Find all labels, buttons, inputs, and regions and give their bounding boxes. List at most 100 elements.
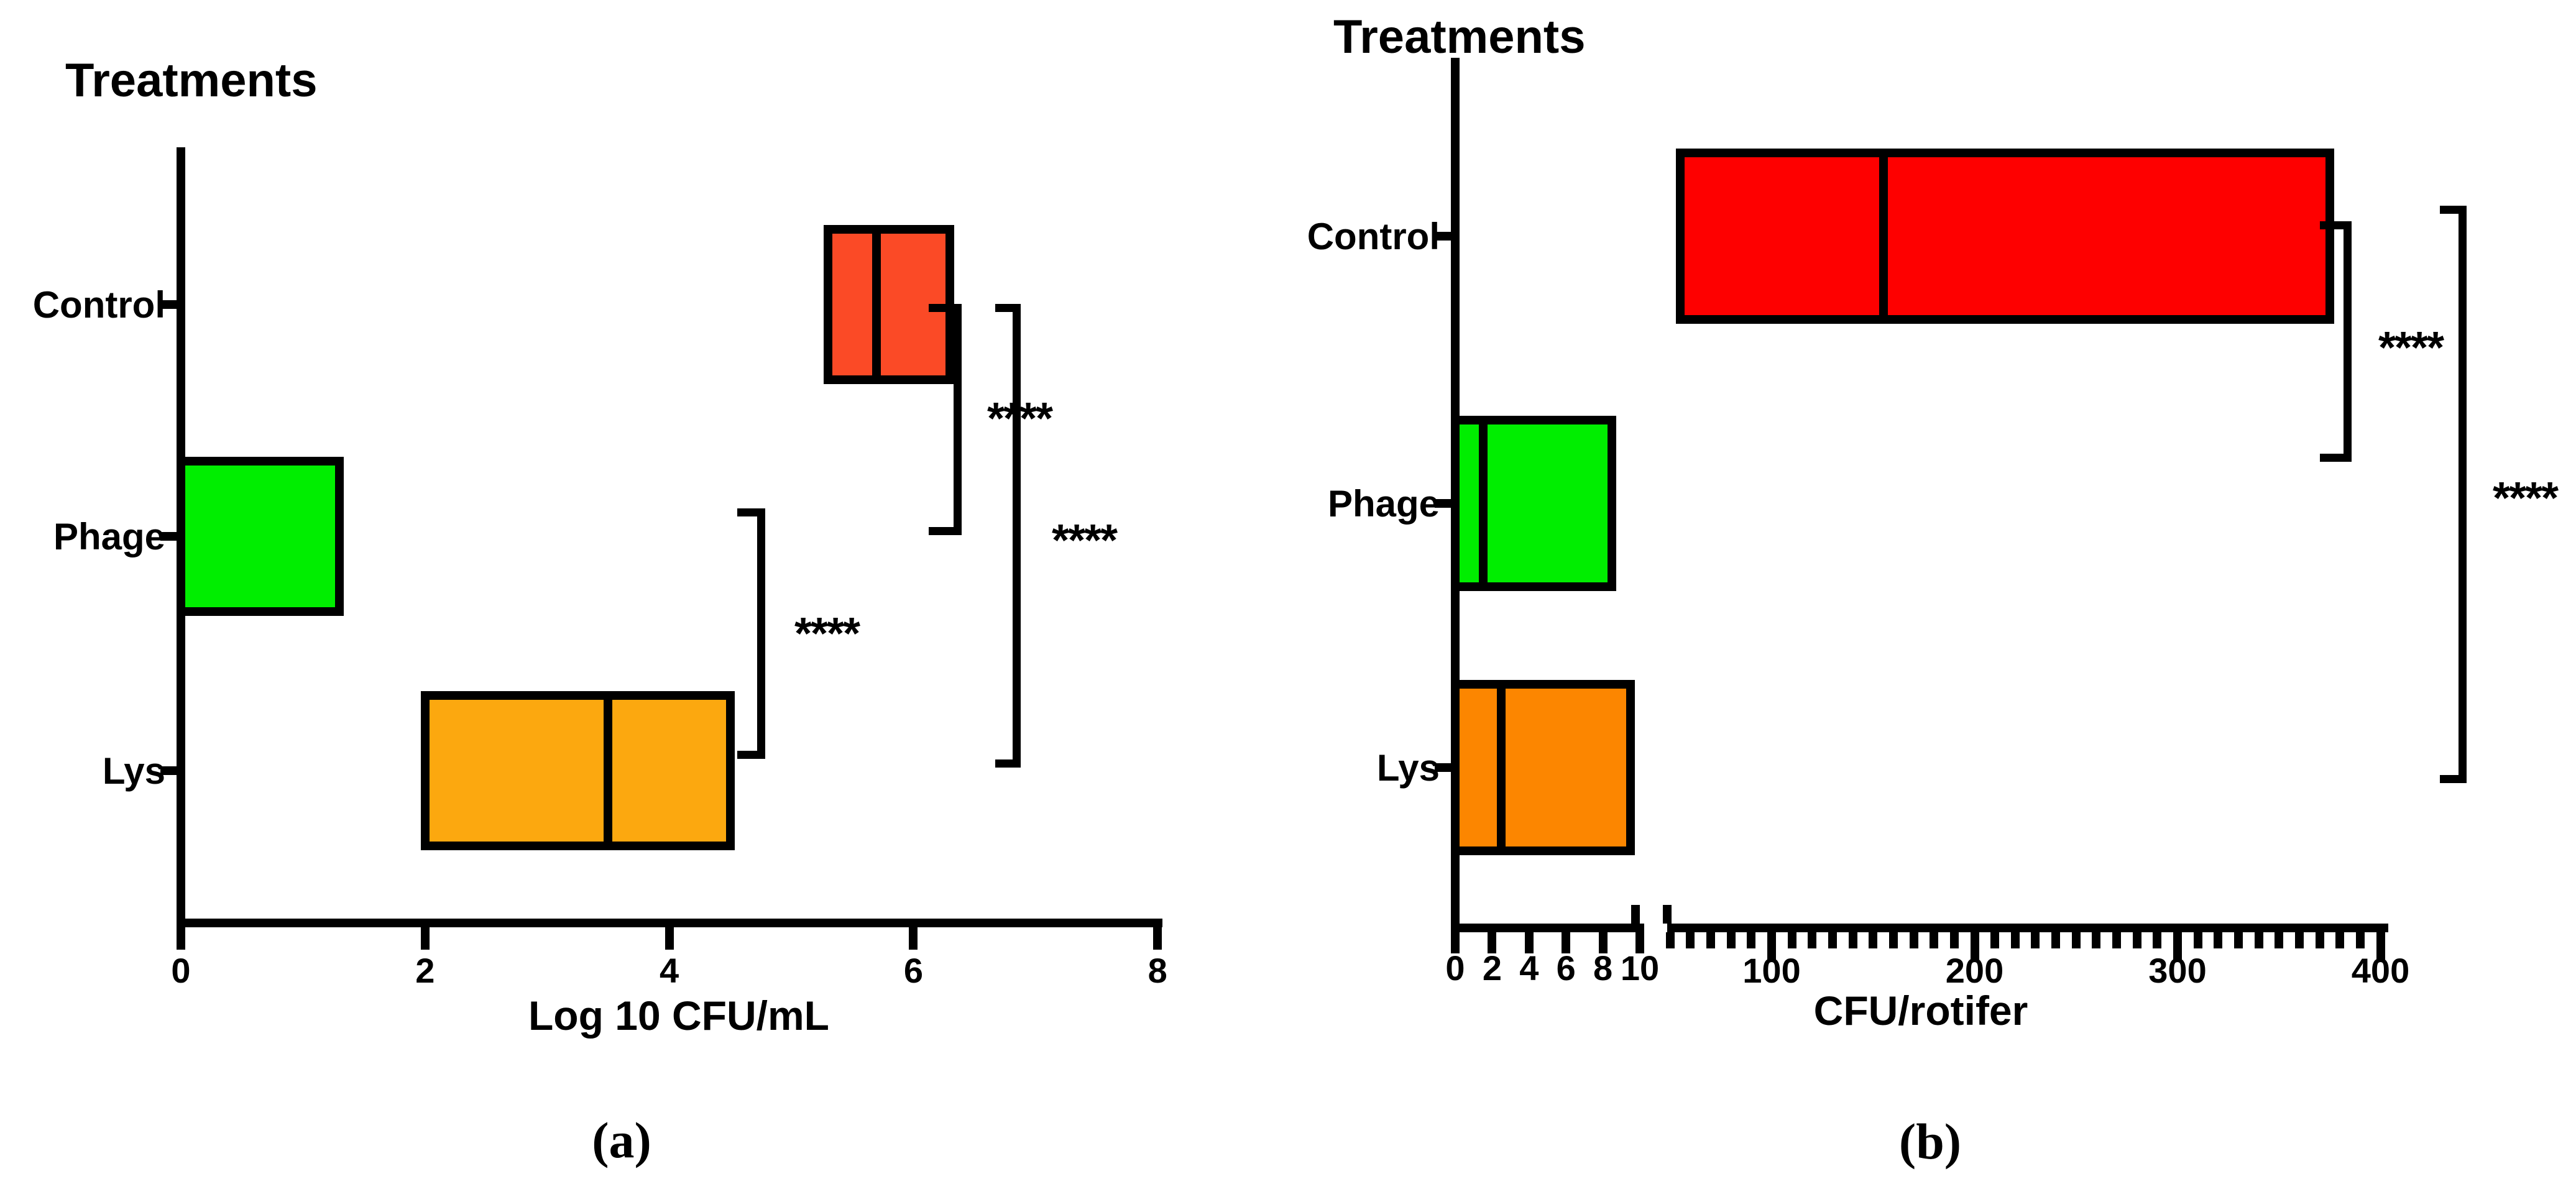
x-tick-label: 200 [1945, 951, 2004, 990]
panel-b-significance-bracket-cap [2440, 775, 2467, 783]
x-tick-label: 0 [1445, 948, 1465, 988]
x-tick-minor [2112, 932, 2122, 948]
panel-a-ylabel-control: Control [32, 284, 165, 326]
panel-b-ylabel-control: Control [1307, 216, 1440, 257]
axis-break-mark [1663, 905, 1672, 924]
panel-b-x-axis-segment1 [1451, 924, 1644, 932]
x-tick-minor [2193, 932, 2202, 948]
x-tick [420, 927, 430, 950]
x-tick [665, 927, 674, 950]
panel-b-significance-stars: **** [2492, 474, 2559, 523]
panel-a-significance-bracket-cap [737, 751, 765, 759]
panel-b-ylabel-lys: Lys [1376, 747, 1440, 789]
panel-b-median-lys [1497, 681, 1506, 854]
x-tick [1153, 927, 1162, 950]
panel-b-box-control [1676, 149, 2334, 324]
x-tick-minor [2092, 932, 2101, 948]
x-tick-minor [2233, 932, 2243, 948]
panel-a-significance-bracket-cap [929, 304, 962, 312]
panel-b-median-phage [1478, 417, 1488, 590]
y-axis-tick [1435, 232, 1451, 241]
x-tick-label: 6 [903, 951, 923, 990]
x-tick-minor [2335, 932, 2345, 948]
panel-a-significance-bracket-cap [737, 508, 765, 516]
x-tick-minor [1787, 932, 1796, 948]
x-tick-minor [1930, 932, 1939, 948]
panel-b-box-lys [1451, 680, 1635, 855]
x-tick [177, 927, 185, 950]
y-axis-tick [160, 766, 177, 775]
y-axis-tick [160, 532, 177, 541]
x-tick-minor [2315, 932, 2324, 948]
panel-b-x-axis-segment2 [1667, 924, 2388, 932]
panel-b-median-control [1879, 150, 1888, 323]
panel-b-significance-bracket-cap [2440, 206, 2467, 214]
x-tick [1451, 932, 1460, 953]
x-tick-minor [1990, 932, 2000, 948]
x-tick-minor [1888, 932, 1898, 948]
panel-b-title: Treatments [1333, 11, 1586, 63]
panel-b-ylabel-phage: Phage [1327, 483, 1440, 525]
panel-a-box-control [823, 225, 955, 384]
x-tick-label: 4 [660, 951, 679, 990]
panel-a-box-phage [177, 457, 344, 616]
x-tick-minor [1869, 932, 1878, 948]
panel-a-significance-bracket-cap [929, 527, 962, 535]
panel-a-x-axis [177, 919, 1162, 927]
panel-a-significance-stars: **** [794, 609, 860, 659]
x-tick-major [2376, 932, 2385, 960]
panel-a-ylabel-lys: Lys [102, 750, 165, 792]
x-tick-label: 2 [415, 951, 435, 990]
panel-b-letter: (b) [1898, 1113, 1962, 1170]
panel-a-significance-bracket-cap [995, 759, 1021, 768]
x-tick-label: 300 [2148, 951, 2207, 990]
axis-break-mark [1631, 905, 1640, 924]
x-tick-minor [2355, 932, 2365, 948]
x-tick-major [1767, 932, 1776, 960]
x-tick-minor [2294, 932, 2304, 948]
x-tick-minor [2031, 932, 2040, 948]
x-tick [1562, 932, 1571, 953]
x-tick-minor [1726, 932, 1736, 948]
x-tick-minor [2275, 932, 2284, 948]
panel-a-significance-bracket [1013, 304, 1021, 768]
y-axis-tick [1435, 499, 1451, 508]
panel-a-significance-bracket [954, 304, 962, 535]
panel-a-box-lys [420, 691, 735, 850]
x-tick-minor [2010, 932, 2020, 948]
x-tick-label: 8 [1593, 948, 1613, 988]
panel-a-title: Treatments [65, 54, 318, 107]
panel-b-significance-bracket [2344, 221, 2352, 462]
x-tick-minor [1808, 932, 1817, 948]
x-tick-label: 4 [1519, 948, 1539, 988]
x-tick-minor [1665, 932, 1675, 948]
panel-b-significance-bracket [2459, 206, 2467, 783]
x-tick-label: 400 [2351, 951, 2410, 990]
x-tick [1598, 932, 1608, 953]
y-axis-tick [160, 300, 177, 309]
panel-b-significance-stars: **** [2378, 323, 2444, 373]
panel-a-xaxis-label: Log 10 CFU/mL [528, 993, 829, 1039]
x-tick-minor [2214, 932, 2223, 948]
x-tick-minor [1949, 932, 1959, 948]
panel-b-significance-bracket-cap [2320, 454, 2352, 462]
x-tick-minor [2051, 932, 2061, 948]
panel-b-box-phage [1451, 416, 1617, 591]
x-tick [1635, 932, 1644, 953]
x-tick-label: 2 [1482, 948, 1502, 988]
panel-a-median-control [872, 226, 881, 383]
x-tick-minor [2254, 932, 2263, 948]
x-tick-major [1970, 932, 1979, 960]
x-tick [1524, 932, 1534, 953]
x-tick [1488, 932, 1497, 953]
x-tick-label: 100 [1742, 951, 1801, 990]
panel-b-significance-bracket-cap [2320, 221, 2352, 229]
panel-a-significance-bracket-cap [995, 304, 1021, 312]
panel-a-significance-bracket [757, 508, 765, 759]
x-tick-minor [1848, 932, 1857, 948]
panel-a-significance-stars: **** [1051, 516, 1118, 566]
x-tick-minor [1909, 932, 1918, 948]
x-tick-major [2173, 932, 2182, 960]
x-tick [909, 927, 918, 950]
